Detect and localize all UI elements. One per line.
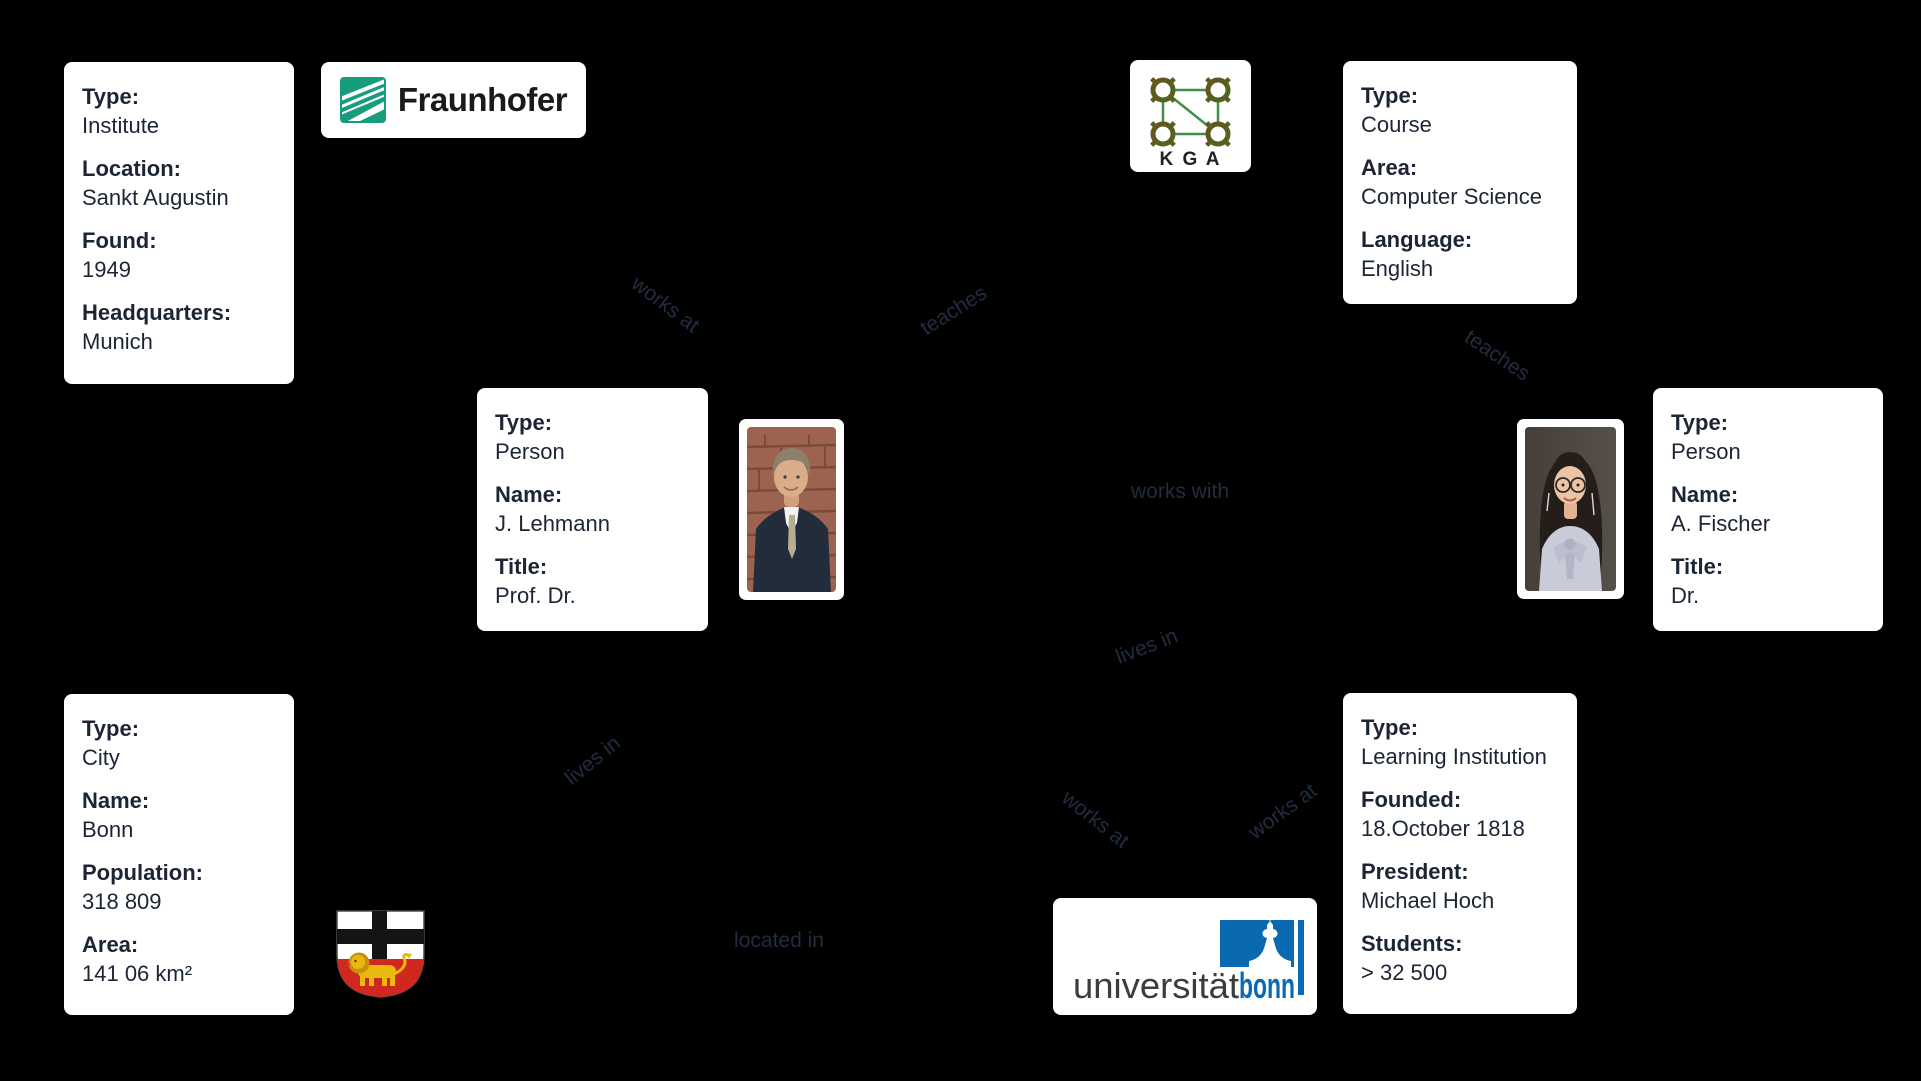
- field: Name: Bonn: [82, 786, 276, 844]
- field-label: Title:: [495, 554, 548, 579]
- field-label: Students:: [1361, 931, 1463, 956]
- card-person-fischer[interactable]: Type: Person Name: A. Fischer Title: Dr.: [1653, 388, 1883, 631]
- kga-gears-icon: K G A: [1147, 74, 1234, 170]
- field: Population: 318 809: [82, 858, 276, 916]
- fraunhofer-wordmark: Fraunhofer: [397, 81, 568, 118]
- field-label: Type:: [1361, 83, 1419, 108]
- field-label: Name:: [1671, 482, 1739, 507]
- field-value: Dr.: [1671, 583, 1700, 608]
- lehmann-photo[interactable]: [739, 419, 844, 600]
- field: Type: Person: [495, 408, 690, 466]
- field: Type: Person: [1671, 408, 1865, 466]
- field-label: Headquarters:: [82, 300, 232, 325]
- field-value: A. Fischer: [1671, 511, 1771, 536]
- field-label: Title:: [1671, 554, 1724, 579]
- field-label: President:: [1361, 859, 1469, 884]
- field-value: 1949: [82, 257, 131, 282]
- field-label: Type:: [82, 716, 140, 741]
- field: Students: > 32 500: [1361, 929, 1559, 987]
- lehmann-portrait-image: [747, 427, 836, 592]
- field-label: Name:: [82, 788, 150, 813]
- field: Type: Institute: [82, 82, 276, 140]
- unibonn-word-universitaet: universität: [1073, 965, 1239, 1006]
- edge-label-works-at-fraunhofer: works at: [627, 271, 704, 338]
- card-person-lehmann[interactable]: Type: Person Name: J. Lehmann Title: Pro…: [477, 388, 708, 631]
- unibonn-word-bonn: bonn: [1239, 965, 1295, 1006]
- fischer-photo[interactable]: [1517, 419, 1624, 599]
- field: Founded: 18.October 1818: [1361, 785, 1559, 843]
- field: Language: English: [1361, 225, 1559, 283]
- field: Title: Dr.: [1671, 552, 1865, 610]
- field: Name: A. Fischer: [1671, 480, 1865, 538]
- fraunhofer-stripes-icon: [339, 77, 386, 123]
- field: Title: Prof. Dr.: [495, 552, 690, 610]
- field-label: Language:: [1361, 227, 1473, 252]
- field-value: 318 809: [82, 889, 162, 914]
- field-label: Population:: [82, 860, 203, 885]
- edge-label-lives-in-middle: lives in: [1112, 624, 1181, 669]
- unibonn-logo-image: universität bonn: [1073, 916, 1304, 1006]
- field-value: Course: [1361, 112, 1432, 137]
- field: Location: Sankt Augustin: [82, 154, 276, 212]
- field-value: Bonn: [82, 817, 134, 842]
- field-label: Name:: [495, 482, 563, 507]
- field: Area: 141 06 km²: [82, 930, 276, 988]
- field-value: Learning Institution: [1361, 744, 1547, 769]
- field-value: Prof. Dr.: [495, 583, 576, 608]
- fischer-portrait-image: [1525, 427, 1616, 591]
- field-value: Munich: [82, 329, 153, 354]
- edge-label-lehmann-teaches: teaches: [916, 281, 992, 340]
- field-label: Location:: [82, 156, 181, 181]
- bonn-coat-of-arms[interactable]: [332, 906, 429, 1002]
- edge-label-works-at-left: works at: [1057, 786, 1134, 853]
- field-value: Computer Science: [1361, 184, 1542, 209]
- edge-label-works-with: works with: [1130, 480, 1230, 503]
- field-label: Type:: [1361, 715, 1419, 740]
- field-value: Sankt Augustin: [82, 185, 229, 210]
- edge-label-works-at-right: works at: [1244, 779, 1322, 844]
- field: Found: 1949: [82, 226, 276, 284]
- field: Area: Computer Science: [1361, 153, 1559, 211]
- field-value: Institute: [82, 113, 160, 138]
- field-value: City: [82, 745, 120, 770]
- field: Type: Course: [1361, 81, 1559, 139]
- field-value: Person: [495, 439, 565, 464]
- field: Name: J. Lehmann: [495, 480, 690, 538]
- field-label: Area:: [82, 932, 139, 957]
- field: Type: City: [82, 714, 276, 772]
- card-institute[interactable]: Type: Institute Location: Sankt Augustin…: [64, 62, 294, 384]
- field-value: 18.October 1818: [1361, 816, 1525, 841]
- field-value: > 32 500: [1361, 960, 1448, 985]
- field-value: J. Lehmann: [495, 511, 610, 536]
- edge-label-located-in: located in: [734, 929, 824, 952]
- field-label: Found:: [82, 228, 157, 253]
- field-label: Type:: [495, 410, 553, 435]
- bonn-shield-icon: [336, 910, 425, 998]
- fraunhofer-logo[interactable]: Fraunhofer: [321, 62, 586, 138]
- field: President: Michael Hoch: [1361, 857, 1559, 915]
- field: Headquarters: Munich: [82, 298, 276, 356]
- card-course[interactable]: Type: Course Area: Computer Science Lang…: [1343, 61, 1577, 304]
- field-label: Founded:: [1361, 787, 1462, 812]
- field-value: 141 06 km²: [82, 961, 193, 986]
- unibonn-logo[interactable]: universität bonn: [1053, 898, 1317, 1015]
- field-value: English: [1361, 256, 1434, 281]
- edge-label-fischer-teaches: teaches: [1460, 325, 1535, 386]
- kga-letters: K G A: [1159, 149, 1221, 170]
- field-value: Michael Hoch: [1361, 888, 1495, 913]
- edge-label-lives-in-left: lives in: [560, 731, 625, 790]
- field-label: Type:: [82, 84, 140, 109]
- kga-logo[interactable]: K G A: [1130, 60, 1251, 172]
- field-label: Area:: [1361, 155, 1418, 180]
- field: Type: Learning Institution: [1361, 713, 1559, 771]
- card-city-bonn[interactable]: Type: City Name: Bonn Population: 318 80…: [64, 694, 294, 1015]
- card-university[interactable]: Type: Learning Institution Founded: 18.O…: [1343, 693, 1577, 1014]
- field-label: Type:: [1671, 410, 1729, 435]
- field-value: Person: [1671, 439, 1741, 464]
